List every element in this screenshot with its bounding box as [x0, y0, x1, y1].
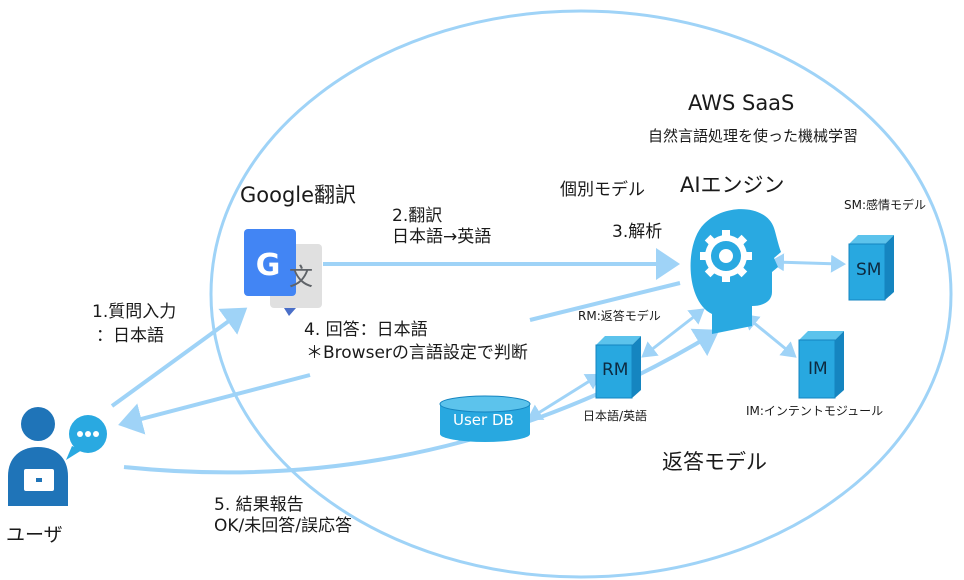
arrow-engine-rm [641, 308, 705, 358]
report-result-label: OK/未回答/誤応答 [214, 516, 352, 536]
answer-step-label: 4. 回答：日本語 [304, 320, 428, 340]
sm-label: SM [856, 260, 882, 280]
arrow-engine-sm [769, 253, 846, 273]
arrow-answer-to-user [118, 373, 311, 435]
user-laptop-icon [8, 407, 68, 506]
analysis-label: 3.解析 [612, 222, 663, 242]
translate-direction-label: 日本語→英語 [392, 227, 492, 247]
rm-box [595, 336, 641, 399]
aws-title: AWS SaaS [688, 91, 795, 115]
sm-box [848, 235, 894, 301]
user-label: ユーザ [6, 524, 63, 546]
im-label: IM [808, 359, 828, 379]
userdb-label: User DB [453, 411, 514, 429]
rm-caption: RM:返答モデル [578, 309, 661, 323]
question-step-label: 1.質問入力 [92, 302, 177, 322]
translate-icon: G 文 [244, 229, 322, 316]
individual-model-label: 個別モデル [560, 180, 645, 200]
answer-note-label: ＊Browserの言語設定で判断 [306, 343, 528, 363]
svg-text:文: 文 [289, 263, 313, 291]
arrow-engine-im [743, 314, 797, 358]
chat-bubble-icon [66, 415, 107, 460]
svg-text:G: G [256, 248, 281, 283]
report-step-label: 5. 結果報告 [214, 495, 304, 515]
google-title: Google翻訳 [240, 183, 357, 207]
aws-subtitle: 自然言語処理を使った機械学習 [648, 127, 859, 145]
ai-engine-title: AIエンジン [680, 173, 785, 197]
gear-head-icon [690, 209, 781, 334]
sm-caption: SM:感情モデル [844, 198, 927, 212]
question-lang-label: ：日本語 [96, 326, 164, 346]
arrow-rm-userdb [526, 373, 602, 421]
arrow-question [110, 307, 248, 408]
response-model-label: 返答モデル [662, 450, 767, 474]
rm-lang-caption: 日本語/英語 [583, 409, 648, 423]
im-caption: IM:インテントモジュール [746, 404, 884, 418]
aws-boundary-ellipse [209, 9, 953, 579]
im-box [798, 331, 844, 399]
database-icon [439, 395, 531, 442]
arrow-answer [529, 281, 681, 322]
translate-step-label: 2.翻訳 [392, 206, 443, 226]
rm-label: RM [602, 360, 629, 380]
